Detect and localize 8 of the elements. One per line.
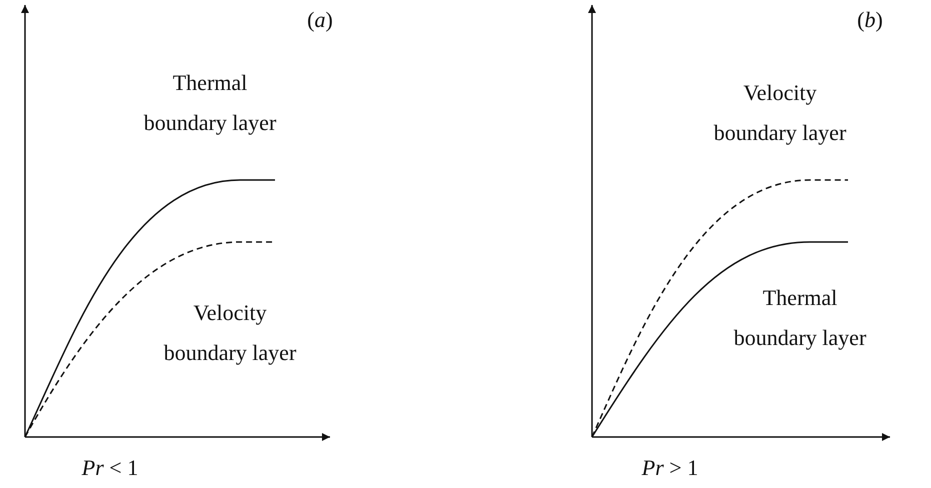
- curve-label: Velocity boundary layer: [162, 299, 298, 367]
- panel-label: (b): [856, 6, 884, 34]
- curve-label: Velocity boundary layer: [712, 79, 848, 147]
- axis-label: Pr < 1: [80, 454, 140, 482]
- panel-label: (a): [306, 6, 334, 34]
- axis-label: Pr > 1: [640, 454, 700, 482]
- curve-label: Thermal boundary layer: [732, 284, 868, 352]
- curve-label: Thermal boundary layer: [142, 69, 278, 137]
